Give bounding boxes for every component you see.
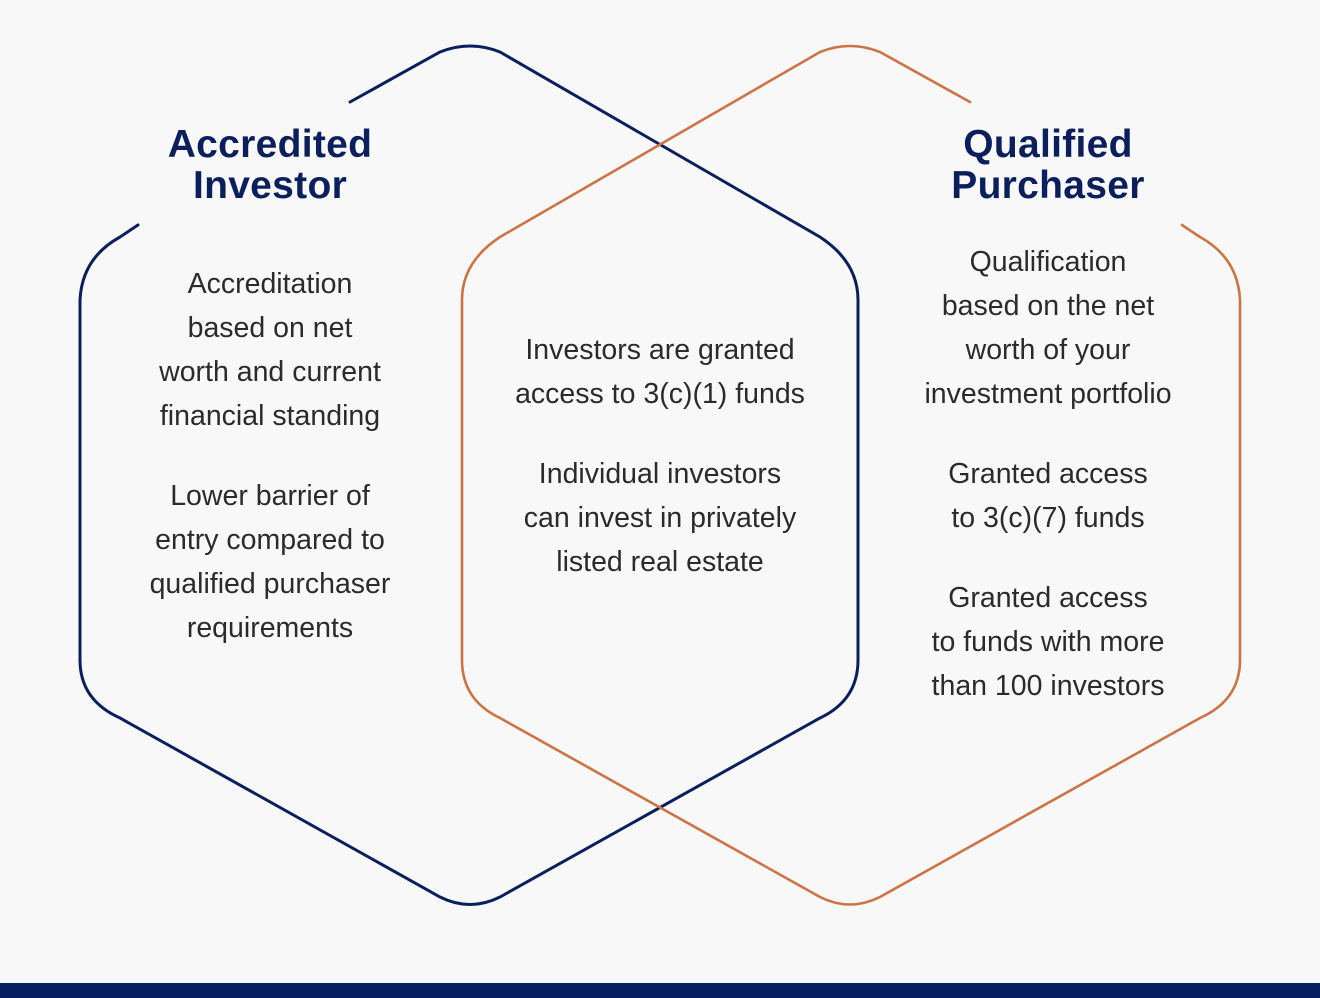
overlap-point-1: Investors are granted access to 3(c)(1) … xyxy=(515,334,805,410)
accredited-title-line1: Accredited xyxy=(167,123,373,166)
qualified-point-3: Granted access to funds with more than 1… xyxy=(931,582,1165,702)
accredited-title-line2: Investor xyxy=(192,164,348,207)
footer-bar xyxy=(0,983,1320,998)
overlap-point-2: Individual investors can invest in priva… xyxy=(523,458,797,578)
qualified-title-line2: Purchaser xyxy=(951,164,1145,207)
qualified-purchaser-title: Qualified Purchaser xyxy=(898,124,1198,206)
accredited-point-2: Lower barrier of entry compared to quali… xyxy=(149,480,391,644)
accredited-investor-hexagon-outline xyxy=(78,44,860,906)
qualified-point-1: Qualification based on the net worth of … xyxy=(924,246,1172,410)
accredited-point-1: Accreditation based on net worth and cur… xyxy=(159,268,381,432)
qualified-point-2: Granted access to 3(c)(7) funds xyxy=(948,458,1148,534)
overlap-points: Investors are granted access to 3(c)(1) … xyxy=(490,328,830,620)
accredited-investor-title: Accredited Investor xyxy=(120,124,420,206)
accredited-investor-points: Accreditation based on net worth and cur… xyxy=(120,262,420,686)
qualified-purchaser-hexagon-outline xyxy=(460,44,1242,906)
qualified-purchaser-points: Qualification based on the net worth of … xyxy=(893,240,1203,744)
qualified-title-line1: Qualified xyxy=(963,123,1133,166)
